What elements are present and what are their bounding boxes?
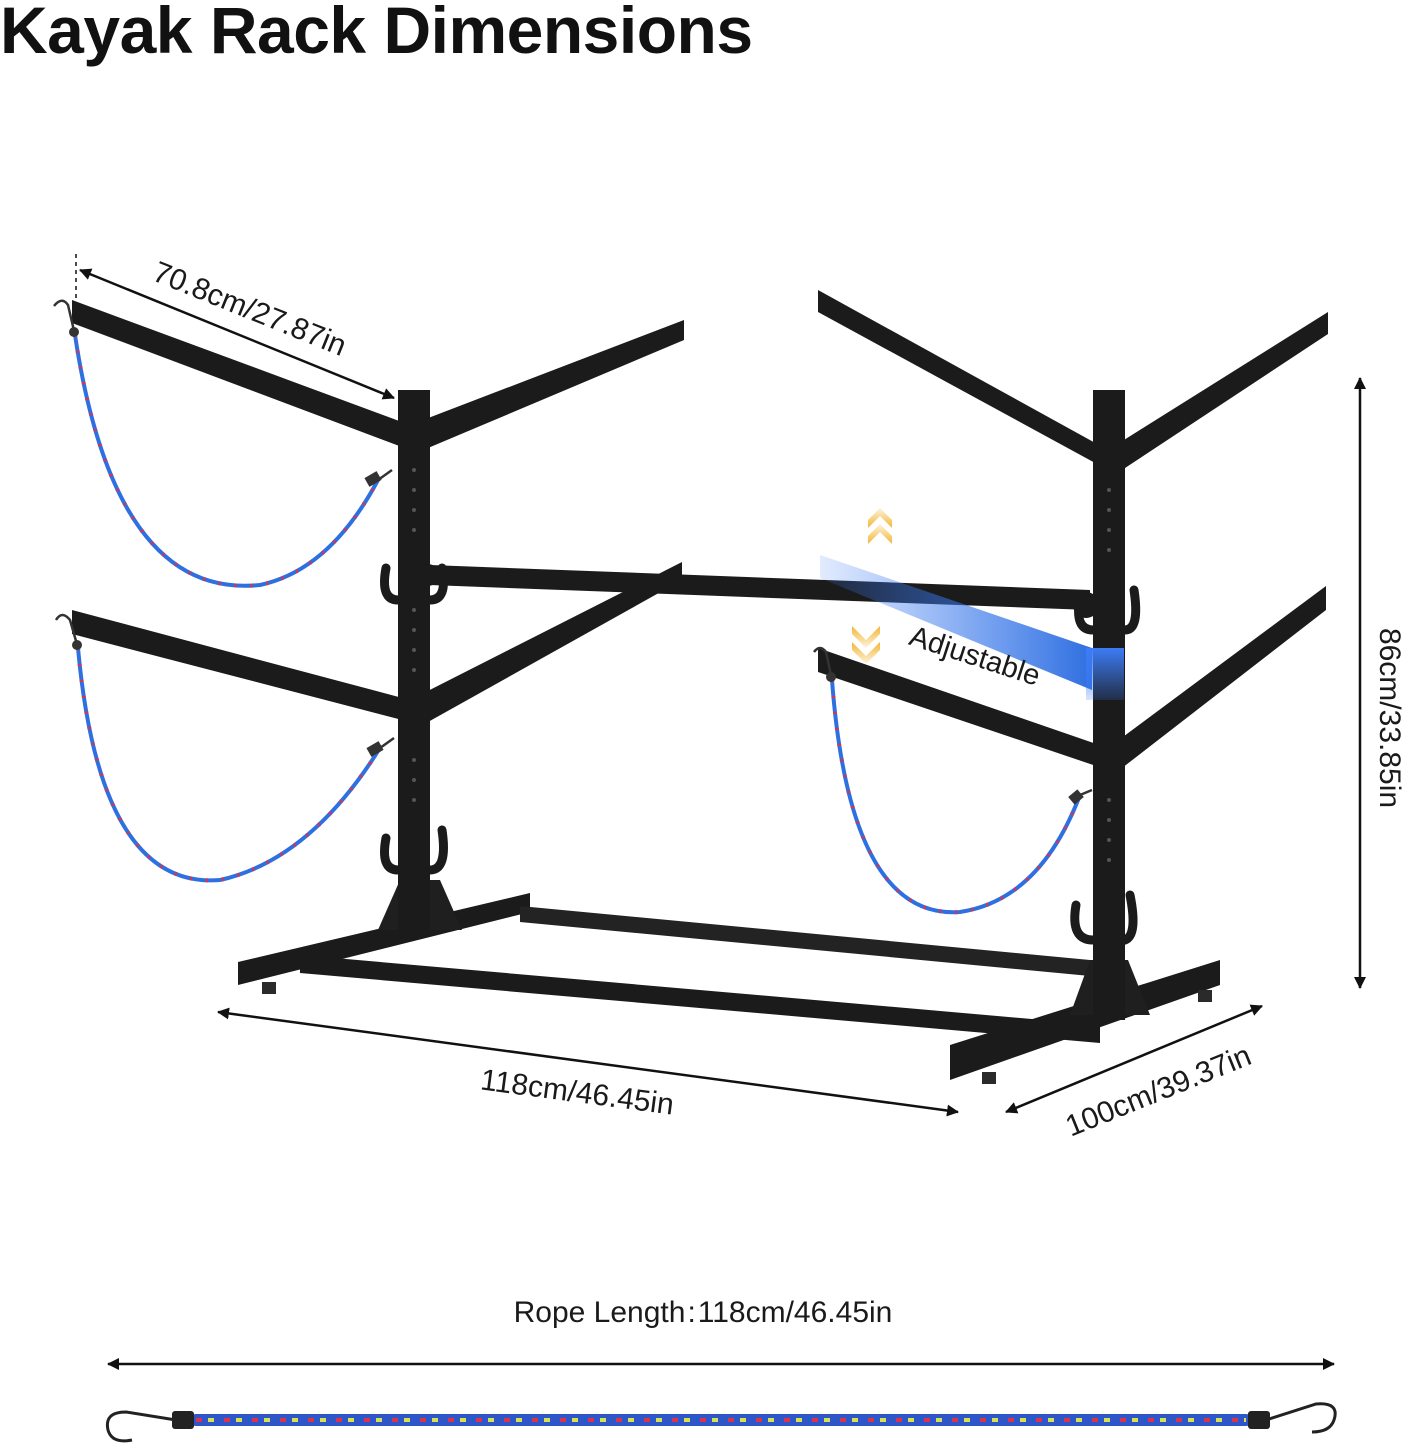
leveling-foot <box>982 1072 996 1084</box>
width-label: 118cm/46.45in <box>479 1064 676 1122</box>
leveling-foot <box>262 982 276 994</box>
bungee-cord <box>830 679 1082 915</box>
bungee-cords <box>53 299 1093 915</box>
rope-hook-left <box>105 1410 177 1443</box>
rack-frame <box>72 290 1328 1084</box>
adjustable-crossbar-highlight <box>820 555 1092 690</box>
width-line <box>217 1007 959 1117</box>
right-upper-arm-outer <box>818 290 1108 470</box>
rope-hook-right <box>1265 1402 1337 1434</box>
adjustable-bracket-highlight <box>1086 648 1124 700</box>
adjust-up-arrow-icon <box>868 508 892 544</box>
right-lower-arm-inner <box>1108 586 1326 768</box>
adjustable-highlight <box>820 508 1124 700</box>
storage-hooks <box>380 563 1141 945</box>
height-label: 86cm/33.85in <box>1373 628 1406 808</box>
base-back-rail <box>520 906 1090 976</box>
depth-line <box>1005 1004 1263 1114</box>
base-front-rail <box>300 955 1100 1043</box>
page-title: Kayak Rack Dimensions <box>0 0 753 67</box>
leveling-foot <box>1198 990 1212 1002</box>
dimension-lines <box>75 254 1366 1370</box>
bungee-cord <box>73 334 380 588</box>
right-post <box>1093 390 1125 1020</box>
bungee-cord <box>76 647 382 883</box>
center-crossbar <box>430 565 1090 610</box>
adjust-down-arrow-icon <box>852 626 880 664</box>
left-lower-arm-outer <box>72 610 410 722</box>
depth-label: 100cm/39.37in <box>1061 1039 1256 1143</box>
left-upper-arm-inner <box>410 320 684 448</box>
rope-length-caption: Rope Length:118cm/46.45in <box>0 1296 1406 1330</box>
left-post <box>398 390 430 935</box>
arm-length-line <box>79 268 395 400</box>
rope-body <box>190 1414 1252 1426</box>
right-lower-arm-outer <box>818 648 1108 770</box>
rope-length-label: Rope Length <box>513 1296 686 1329</box>
rope-length-value: 118cm/46.45in <box>697 1296 893 1329</box>
rope-length-separator: : <box>687 1296 696 1329</box>
left-lower-arm-inner <box>410 562 682 722</box>
rope-sample <box>105 1402 1337 1443</box>
right-upper-arm-inner <box>1108 312 1328 470</box>
